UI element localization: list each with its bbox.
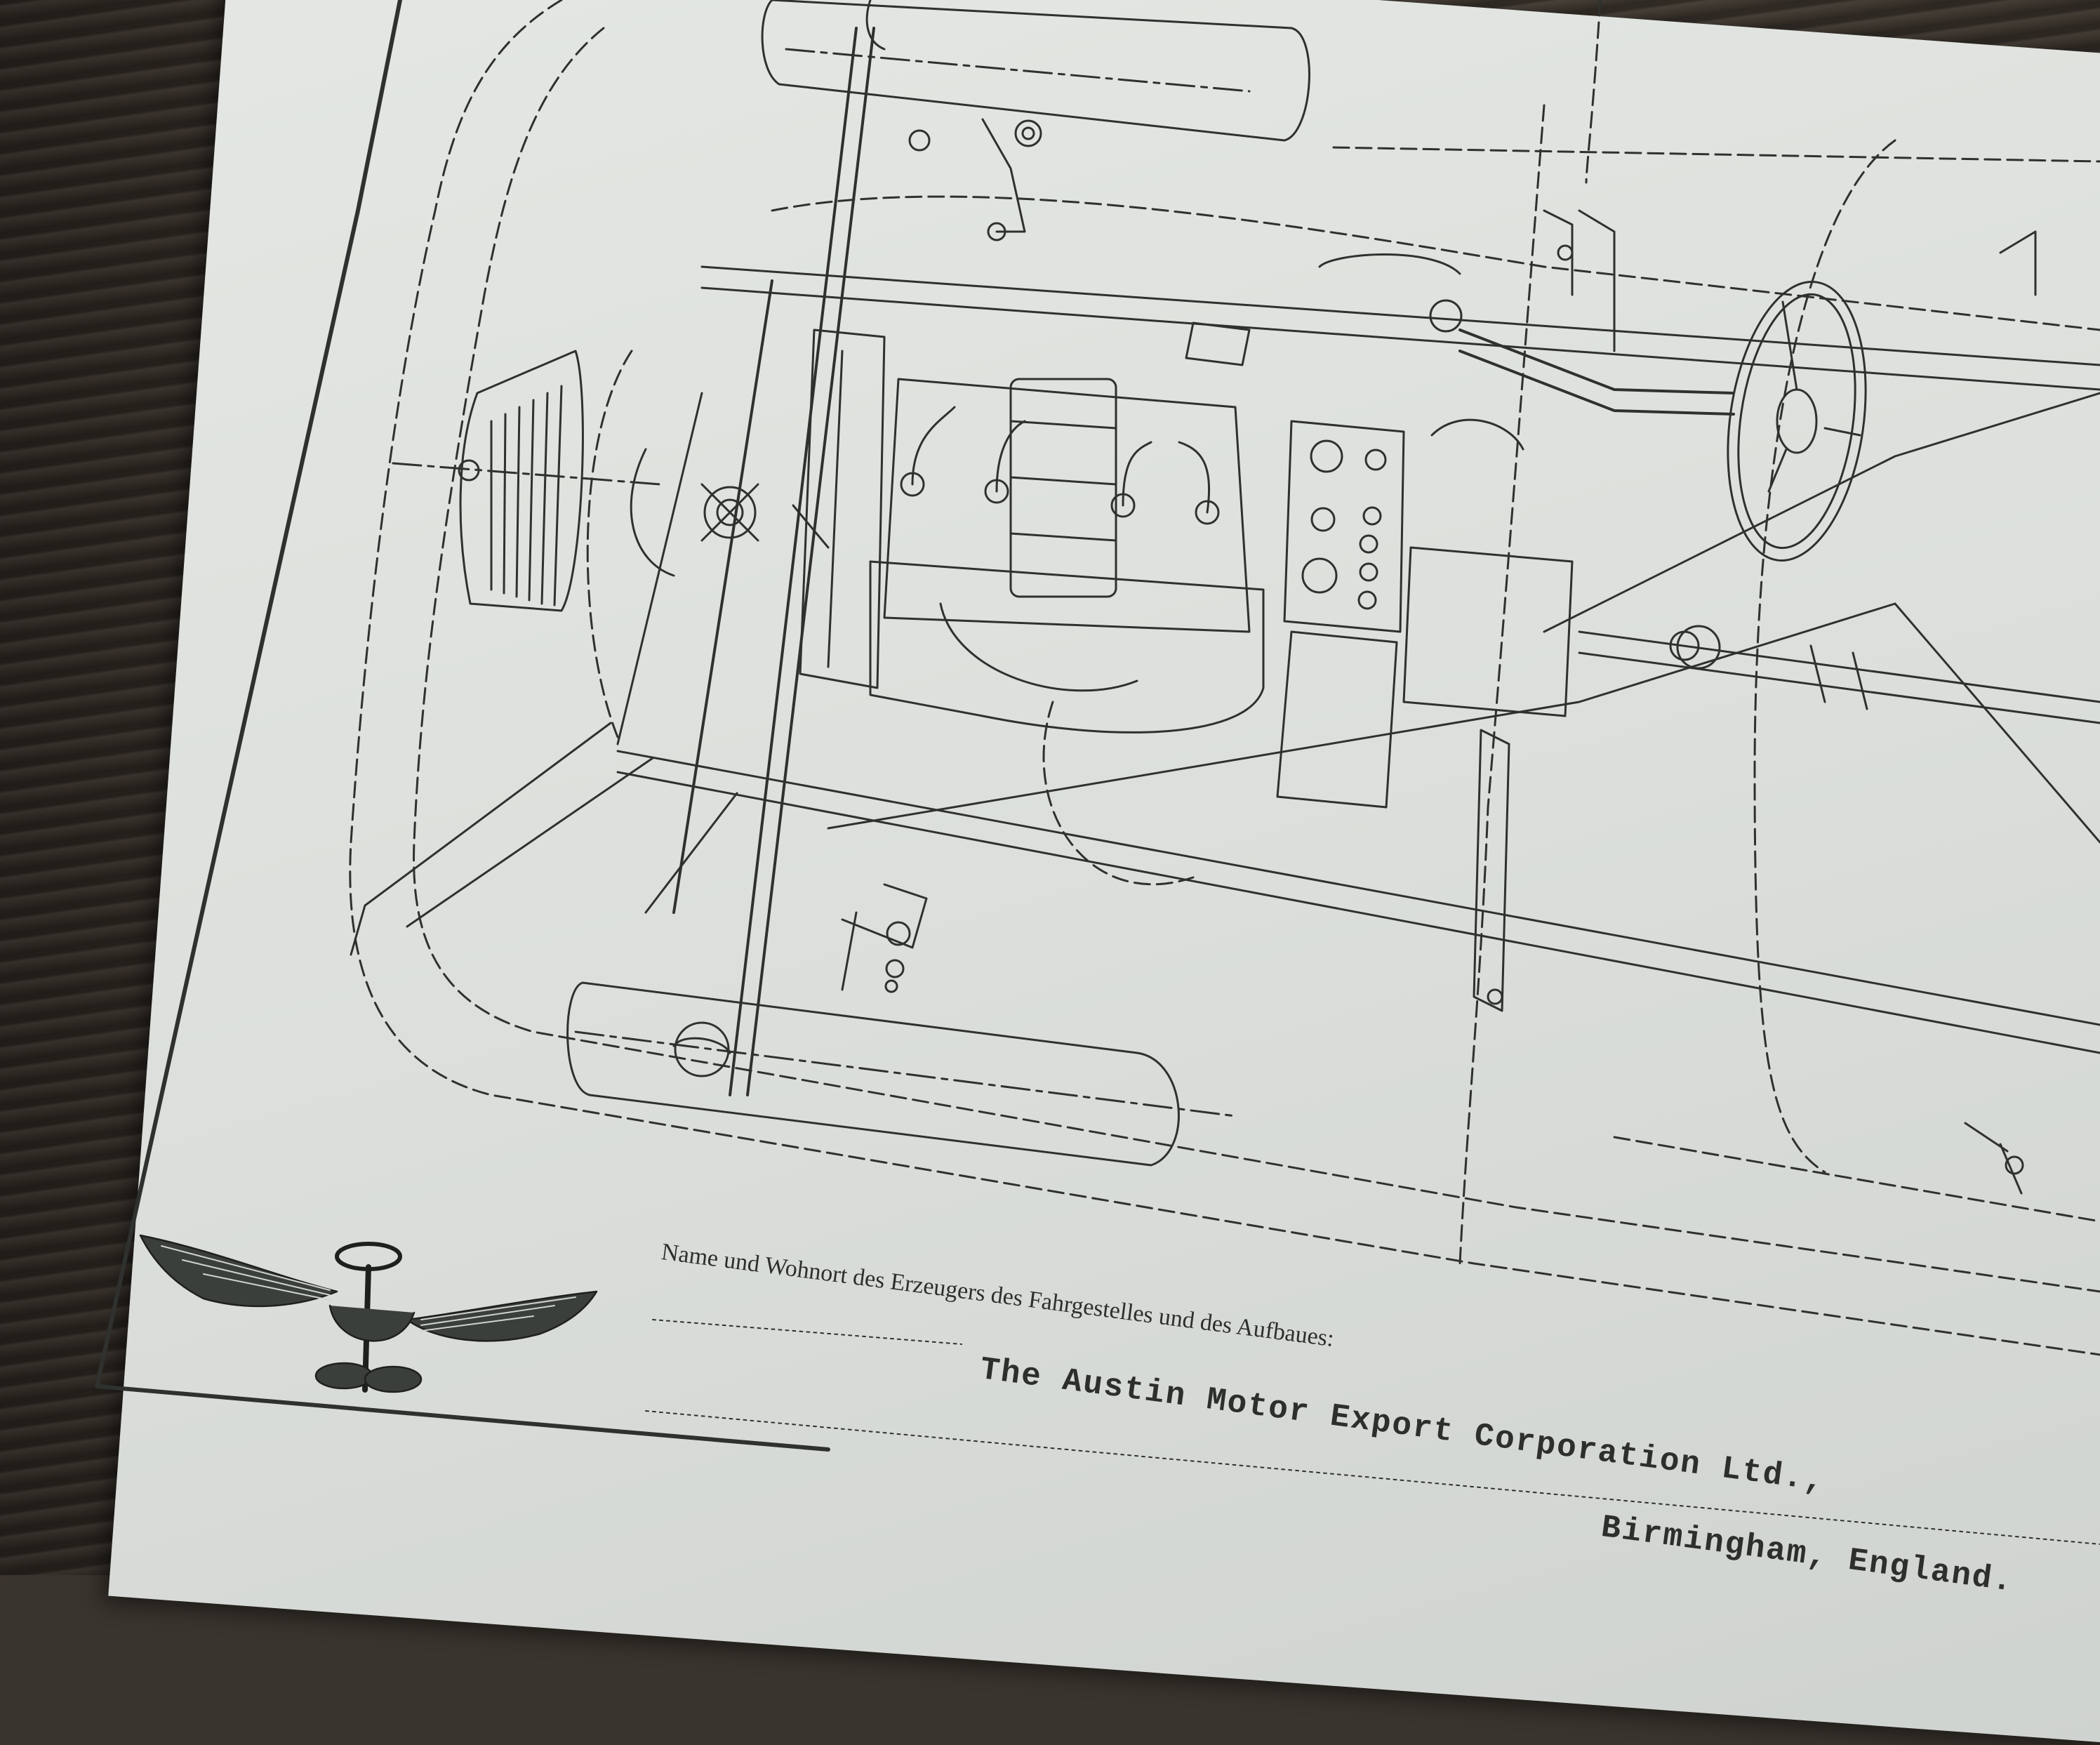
battery-box (1276, 630, 1398, 809)
engine-block (799, 329, 1265, 734)
winged-emblem-icon (139, 1234, 598, 1393)
document-border (95, 0, 830, 1452)
linkages (350, 209, 2037, 1195)
instrument-panel (1283, 420, 1405, 633)
form-lines (645, 1319, 2100, 1545)
gearbox (1402, 418, 2100, 724)
fan-pulley (630, 448, 830, 577)
front-axle (672, 27, 875, 1096)
steering-wheel (1458, 281, 1867, 562)
chassis-frame (616, 265, 2100, 1054)
chassis-blueprint-drawing (95, 0, 2100, 1545)
radiator-grille (392, 350, 661, 612)
front-wheel-bottom (566, 883, 1237, 1167)
front-wheel-top (761, 0, 1310, 241)
body-outline (349, 0, 2100, 1356)
